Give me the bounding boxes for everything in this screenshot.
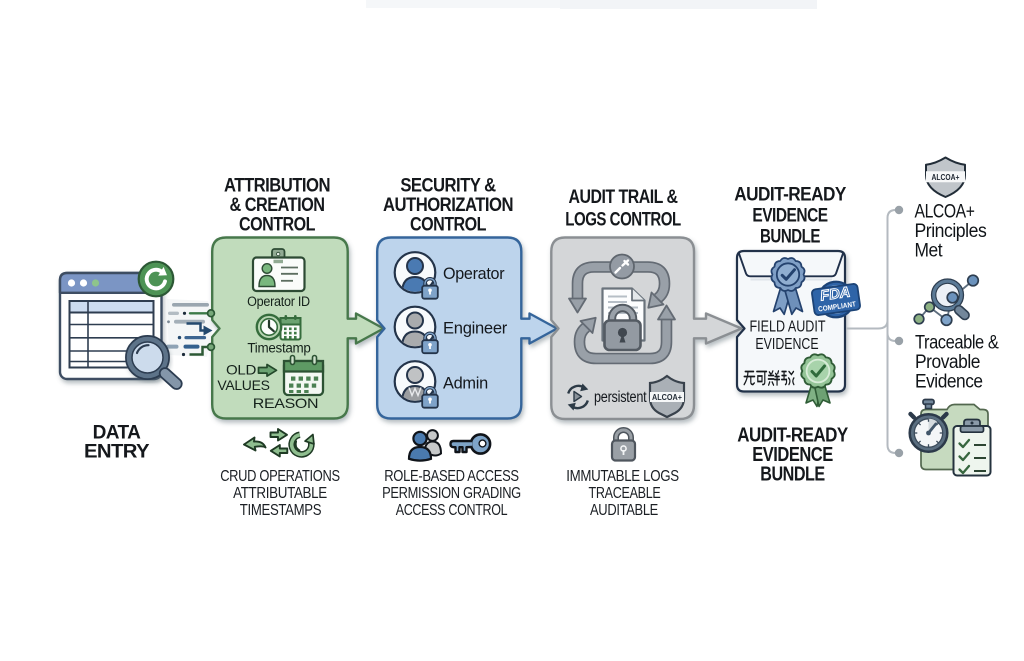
- svg-text:TRACEABLE: TRACEABLE: [589, 485, 661, 502]
- svg-text:DATA: DATA: [93, 423, 142, 444]
- svg-text:Met: Met: [915, 241, 944, 262]
- svg-text:ATTRIBUTABLE: ATTRIBUTABLE: [233, 485, 327, 502]
- svg-text:REASON: REASON: [253, 395, 318, 411]
- svg-text:Admin: Admin: [443, 375, 488, 393]
- svg-text:ALCOA+: ALCOA+: [932, 172, 960, 182]
- svg-text:persistent: persistent: [594, 389, 647, 406]
- svg-text:AUTHORIZATION: AUTHORIZATION: [383, 195, 513, 216]
- svg-text:SECURITY &: SECURITY &: [400, 176, 496, 197]
- svg-text:EVIDENCE: EVIDENCE: [752, 206, 827, 227]
- svg-text:EVIDENCE: EVIDENCE: [755, 336, 818, 353]
- svg-text:AUDIT TRAIL &: AUDIT TRAIL &: [569, 187, 679, 208]
- svg-text:LOGS CONTROL: LOGS CONTROL: [565, 210, 681, 231]
- svg-text:Traceable &: Traceable &: [915, 333, 999, 354]
- svg-text:ENTRY: ENTRY: [84, 442, 150, 463]
- svg-text:PERMISSION GRADING: PERMISSION GRADING: [382, 485, 521, 502]
- svg-text:Timestamp: Timestamp: [247, 341, 310, 356]
- svg-text:VALUES: VALUES: [217, 377, 269, 393]
- svg-text:Engineer: Engineer: [443, 320, 508, 338]
- svg-text:BUNDLE: BUNDLE: [760, 464, 825, 486]
- svg-text:CONTROL: CONTROL: [410, 215, 487, 236]
- svg-text:Operator ID: Operator ID: [247, 294, 310, 309]
- svg-text:Evidence: Evidence: [915, 372, 983, 393]
- svg-text:AUDITABLE: AUDITABLE: [590, 502, 658, 519]
- svg-text:ALCOA+: ALCOA+: [915, 202, 975, 223]
- svg-text:BUNDLE: BUNDLE: [760, 227, 820, 248]
- svg-text:CONTROL: CONTROL: [239, 215, 316, 236]
- svg-text:Operator: Operator: [443, 265, 505, 283]
- svg-text:AUDIT-READY: AUDIT-READY: [734, 185, 846, 206]
- svg-text:Provable: Provable: [915, 352, 980, 373]
- svg-text:CRUD OPERATIONS: CRUD OPERATIONS: [220, 468, 340, 485]
- svg-text:ATTRIBUTION: ATTRIBUTION: [224, 176, 330, 197]
- svg-text:EVIDENCE: EVIDENCE: [752, 444, 833, 466]
- svg-text:FDA: FDA: [819, 285, 851, 305]
- svg-text:IMMUTABLE LOGS: IMMUTABLE LOGS: [566, 468, 679, 485]
- svg-text:AUDIT-READY: AUDIT-READY: [737, 425, 849, 447]
- svg-text:TIMESTAMPS: TIMESTAMPS: [240, 502, 321, 519]
- svg-text:ACCESS CONTROL: ACCESS CONTROL: [396, 502, 508, 519]
- svg-text:FIELD AUDIT: FIELD AUDIT: [750, 319, 826, 336]
- svg-text:OLD: OLD: [226, 362, 256, 378]
- svg-text:ALCOA+: ALCOA+: [652, 392, 682, 402]
- svg-text:Principles: Principles: [915, 221, 987, 242]
- svg-text:& CREATION: & CREATION: [230, 195, 325, 216]
- svg-text:ROLE-BASED ACCESS: ROLE-BASED ACCESS: [384, 468, 519, 485]
